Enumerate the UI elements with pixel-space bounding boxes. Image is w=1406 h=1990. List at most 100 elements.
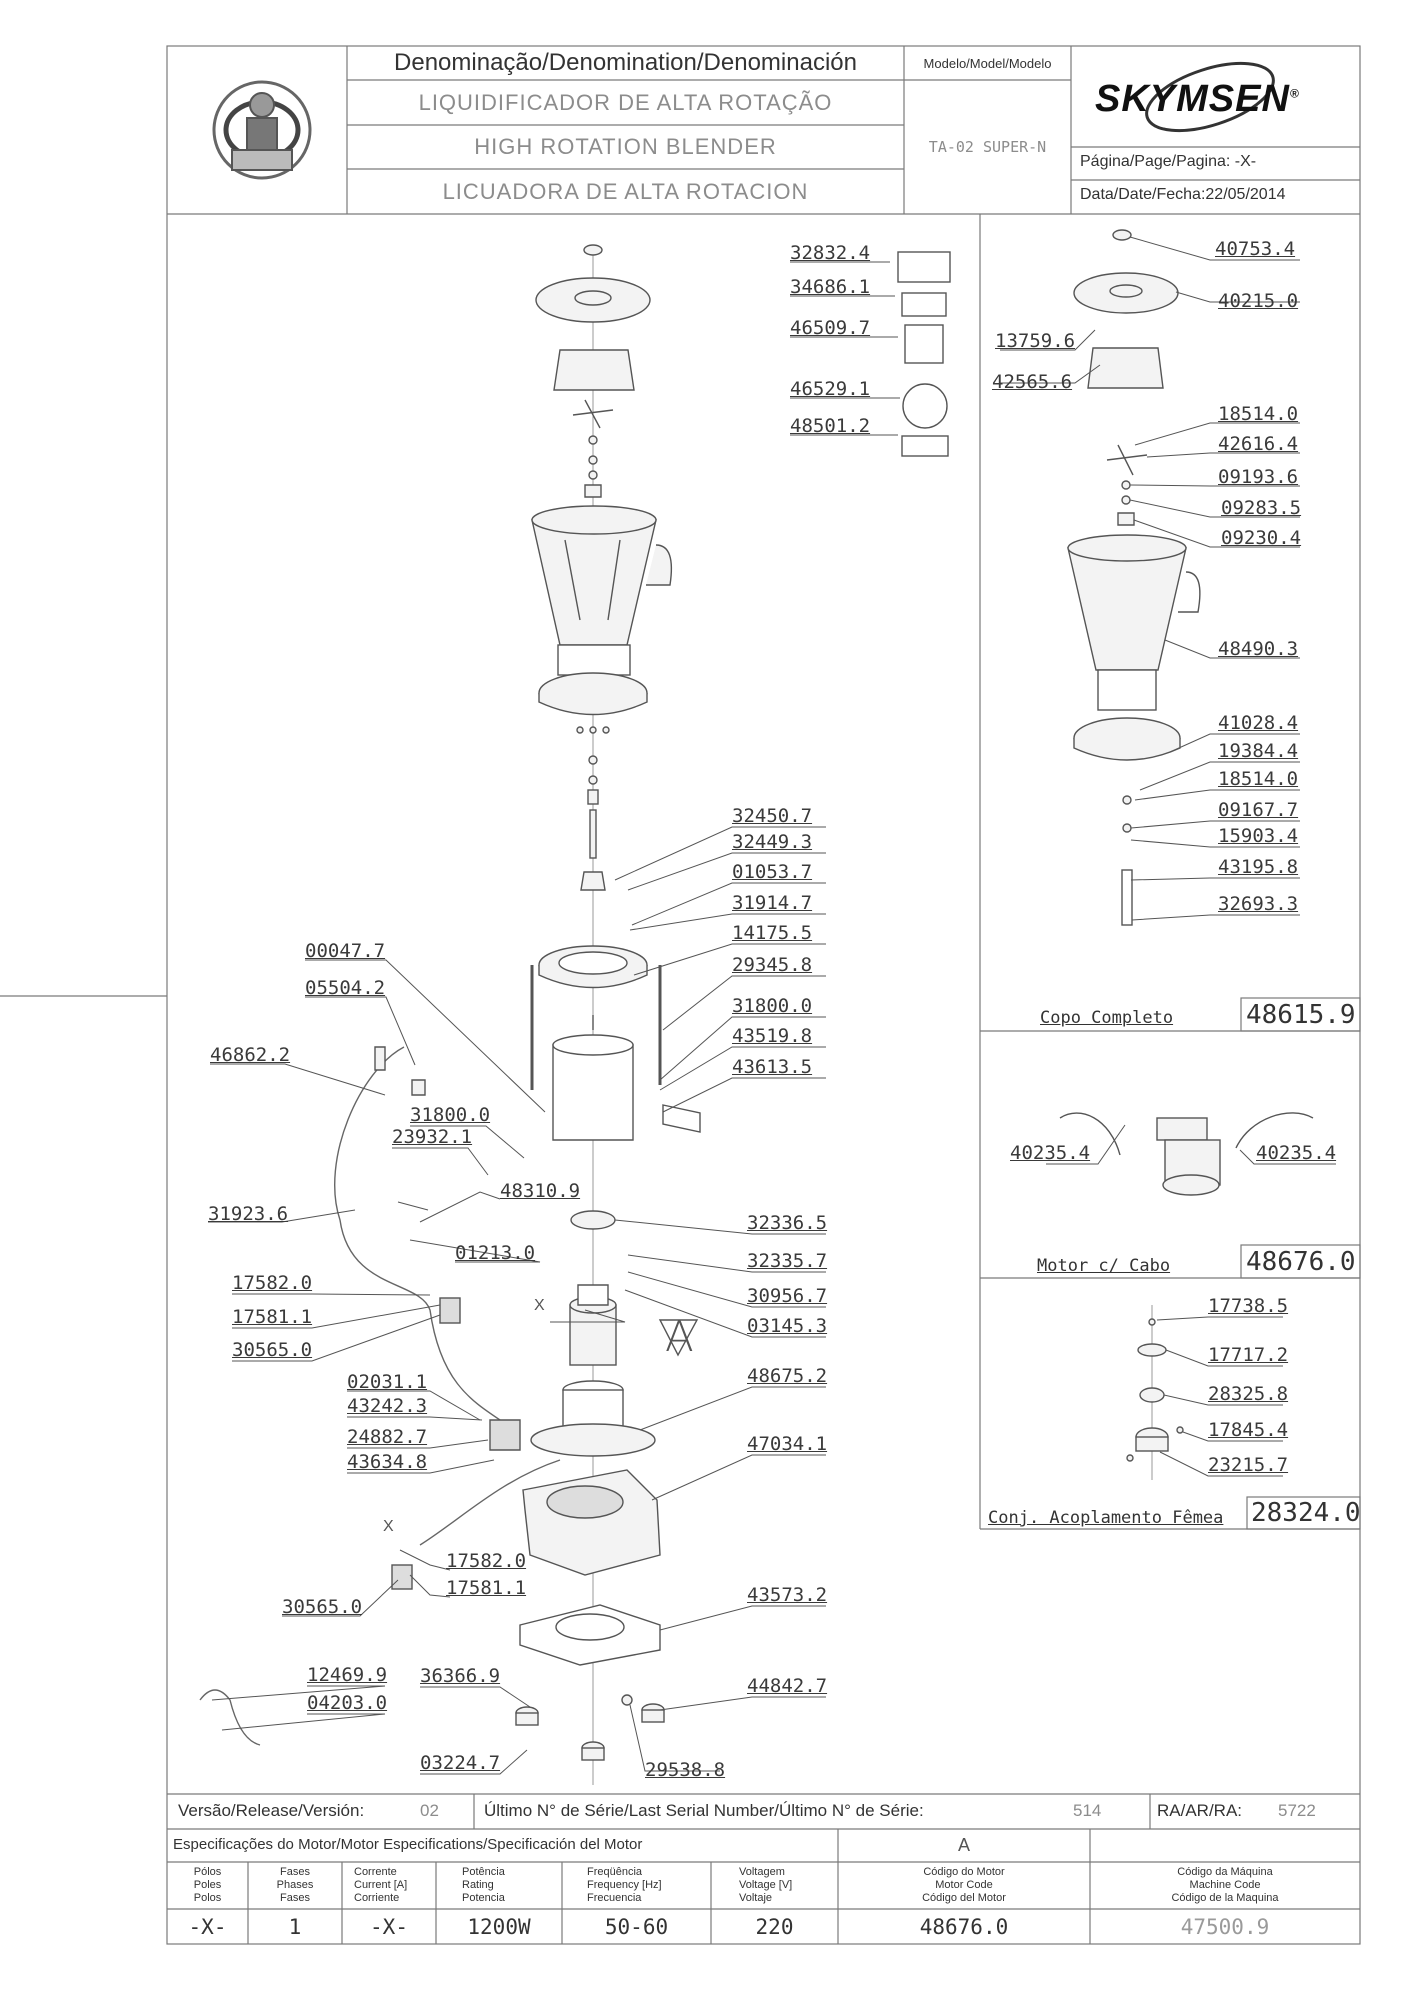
part-label: 18514.0	[1218, 768, 1299, 790]
part-label: 09230.4	[1221, 527, 1302, 549]
part-label: 43519.8	[732, 1025, 813, 1047]
part-label: 13759.6	[995, 330, 1076, 352]
page-frame	[166, 45, 1361, 1945]
part-label: 31914.7	[732, 892, 813, 914]
spec-current-value: -X-	[370, 1915, 408, 1939]
model-label: Modelo/Model/Modelo	[923, 55, 1052, 71]
part-label: 17582.0	[232, 1272, 313, 1294]
spec-group-value: A	[957, 1835, 970, 1855]
part-label: 09167.7	[1218, 799, 1299, 821]
part-label: 23215.7	[1208, 1454, 1289, 1476]
part-label: 30565.0	[232, 1339, 313, 1361]
spec-voltage-value: 220	[755, 1915, 794, 1939]
part-label: 17582.0	[446, 1550, 527, 1572]
part-label: 48675.2	[747, 1365, 828, 1387]
seal-logo	[212, 80, 312, 180]
callout-x-lower: X	[383, 1518, 394, 1535]
part-label: 00047.7	[305, 940, 386, 962]
spec-rating-value: 1200W	[467, 1915, 531, 1939]
part-label: 34686.1	[790, 276, 871, 298]
part-label: 32335.7	[747, 1250, 828, 1272]
motor-cabo-view	[1059, 1112, 1314, 1196]
part-label: 36366.9	[420, 1665, 501, 1687]
callout-x: X	[534, 1297, 545, 1314]
motor-cable-right-label: 40235.4	[1256, 1142, 1337, 1164]
part-label: 46862.2	[210, 1044, 291, 1066]
motor-cabo-title: Motor c/ Cabo	[1037, 1256, 1171, 1276]
part-label: 32693.3	[1218, 893, 1299, 915]
leader-lines	[208, 236, 1336, 1775]
part-label: 32832.4	[790, 242, 871, 264]
part-label: 17845.4	[1208, 1419, 1289, 1441]
part-label: 44842.7	[747, 1675, 828, 1697]
part-label: 32449.3	[732, 831, 813, 853]
part-label: 43613.5	[732, 1056, 813, 1078]
part-label: 48490.3	[1218, 638, 1299, 660]
part-label: 15903.4	[1218, 825, 1299, 847]
name-pt: LIQUIDIFICADOR DE ALTA ROTAÇÃO	[418, 89, 833, 115]
part-label: 43195.8	[1218, 856, 1299, 878]
acoplamento-title: Conj. Acoplamento Fêmea	[988, 1508, 1224, 1528]
spec-motor-code-value: 48676.0	[919, 1915, 1009, 1939]
part-label: 05504.2	[305, 977, 386, 999]
part-label: 43573.2	[747, 1584, 828, 1606]
part-label: 24882.7	[347, 1426, 428, 1448]
spec-machine-code-value: 47500.9	[1180, 1915, 1270, 1939]
brand-logo: SKYMSEN®	[1095, 78, 1300, 120]
spec-title: Especificações do Motor/Motor Especifica…	[173, 1836, 643, 1853]
version-label: Versão/Release/Versión:	[178, 1801, 365, 1820]
part-label: 02031.1	[347, 1371, 428, 1393]
part-label: 28325.8	[1208, 1383, 1289, 1405]
ra-value: 5722	[1278, 1801, 1316, 1820]
motor-cable-left-label: 40235.4	[1010, 1142, 1091, 1164]
part-label: 42565.6	[992, 371, 1073, 393]
copo-completo-code: 48615.9	[1246, 1000, 1356, 1030]
part-label: 14175.5	[732, 922, 813, 944]
part-label: 32336.5	[747, 1212, 828, 1234]
model-value: TA-02 SUPER-N	[928, 138, 1047, 156]
copo-completo-view	[1067, 229, 1201, 926]
part-label: 43242.3	[347, 1395, 428, 1417]
part-label: 01213.0	[455, 1242, 536, 1264]
part-label: 03224.7	[420, 1752, 501, 1774]
part-label: 23932.1	[392, 1126, 473, 1148]
acoplamento-code: 28324.0	[1251, 1498, 1361, 1528]
part-label: 30956.7	[747, 1285, 828, 1307]
part-label: 17581.1	[446, 1577, 527, 1599]
ra-label: RA/AR/RA:	[1157, 1801, 1243, 1820]
part-label: 31923.6	[208, 1203, 289, 1225]
part-label: 48310.9	[500, 1180, 581, 1202]
main-exploded-view	[199, 244, 951, 1785]
motor-cabo-code: 48676.0	[1246, 1247, 1356, 1277]
part-label: 43634.8	[347, 1451, 428, 1473]
version-value: 02	[420, 1801, 439, 1820]
part-label: 47034.1	[747, 1433, 828, 1455]
part-label: 17738.5	[1208, 1295, 1289, 1317]
part-label: 42616.4	[1218, 433, 1299, 455]
part-label: 01053.7	[732, 861, 813, 883]
spec-phases-value: 1	[288, 1915, 302, 1939]
serial-value: 514	[1073, 1801, 1102, 1820]
acoplamento-view	[1126, 1305, 1184, 1480]
part-label: 48501.2	[790, 415, 871, 437]
date-field: Data/Date/Fecha:22/05/2014	[1080, 186, 1286, 203]
serial-label: Último N° de Série/Last Serial Number/Úl…	[484, 1801, 924, 1820]
copo-completo-title: Copo Completo	[1040, 1008, 1174, 1028]
brand-swoosh	[1145, 61, 1275, 133]
part-label: 40753.4	[1215, 238, 1296, 260]
spec-poles-value: -X-	[188, 1915, 227, 1939]
part-label: 46529.1	[790, 378, 871, 400]
name-es: LICUADORA DE ALTA ROTACION	[442, 178, 809, 204]
part-label: 17581.1	[232, 1306, 313, 1328]
spec-frequency-value: 50-60	[604, 1915, 669, 1939]
part-label: 09283.5	[1221, 497, 1302, 519]
